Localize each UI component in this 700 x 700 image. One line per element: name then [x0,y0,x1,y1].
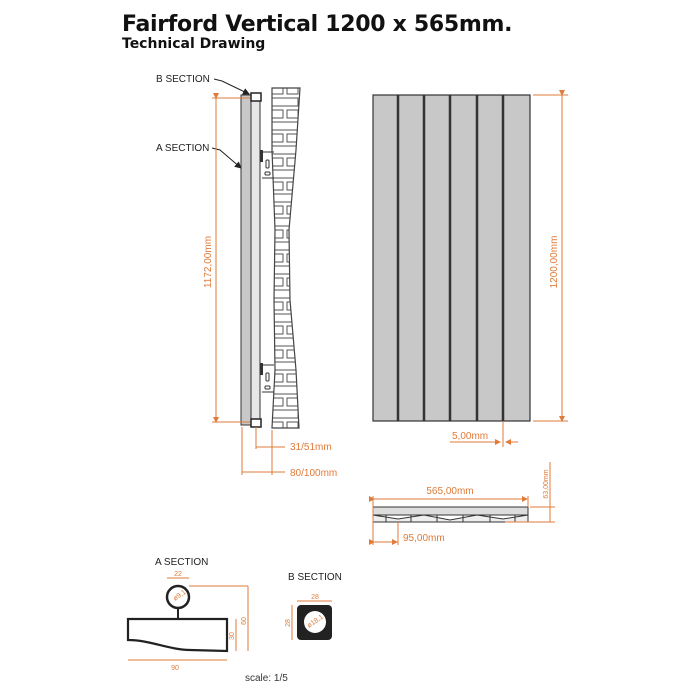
pitch-dimension: 95,00mm [403,533,445,544]
b-section: B SECTION 28 28 ø18,1 [285,572,342,640]
front-view: 1200,00mm 5,00mm [372,90,568,447]
depth-dimension: 63,00mm [543,469,550,498]
a-section: A SECTION 22 ø9,1 90 30 60 [126,557,249,672]
a-section-label: A SECTION [155,557,208,568]
wall-gap-dimension: 31/51mm [290,442,332,453]
top-view: 565,00mm 95,00mm 63,00mm [369,462,555,545]
width-dimension: 565,00mm [426,486,473,497]
a-section-callout: A SECTION [156,143,209,154]
b-section-label: B SECTION [288,572,342,583]
gap-dimension: 5,00mm [452,431,488,442]
page-title: Fairford Vertical 1200 x 565mm. [122,12,513,37]
wall-bracket-top [260,150,274,179]
page-subtitle: Technical Drawing [122,36,266,52]
wall-bracket-bottom [260,363,274,393]
side-view: B SECTION A SECTION 1172,00mm 31/51mm 80… [156,74,337,479]
front-height-dimension: 1200,00mm [549,236,560,289]
scale-label: scale: 1/5 [245,673,288,684]
b-width-dimension: 28 [311,594,319,601]
a-width-dimension: 90 [171,665,179,672]
projection-dimension: 80/100mm [290,468,337,479]
radiator-column [240,94,252,426]
wall-bricks [271,87,301,429]
b-height-dimension: 28 [285,619,292,627]
b-section-callout: B SECTION [156,74,210,85]
radiator-rail [250,94,261,426]
a-top-dimension: 22 [174,571,182,578]
side-height-dimension: 1172,00mm [203,236,214,288]
a-inner-height-dimension: 30 [229,632,236,640]
a-total-height-dimension: 60 [241,617,248,625]
